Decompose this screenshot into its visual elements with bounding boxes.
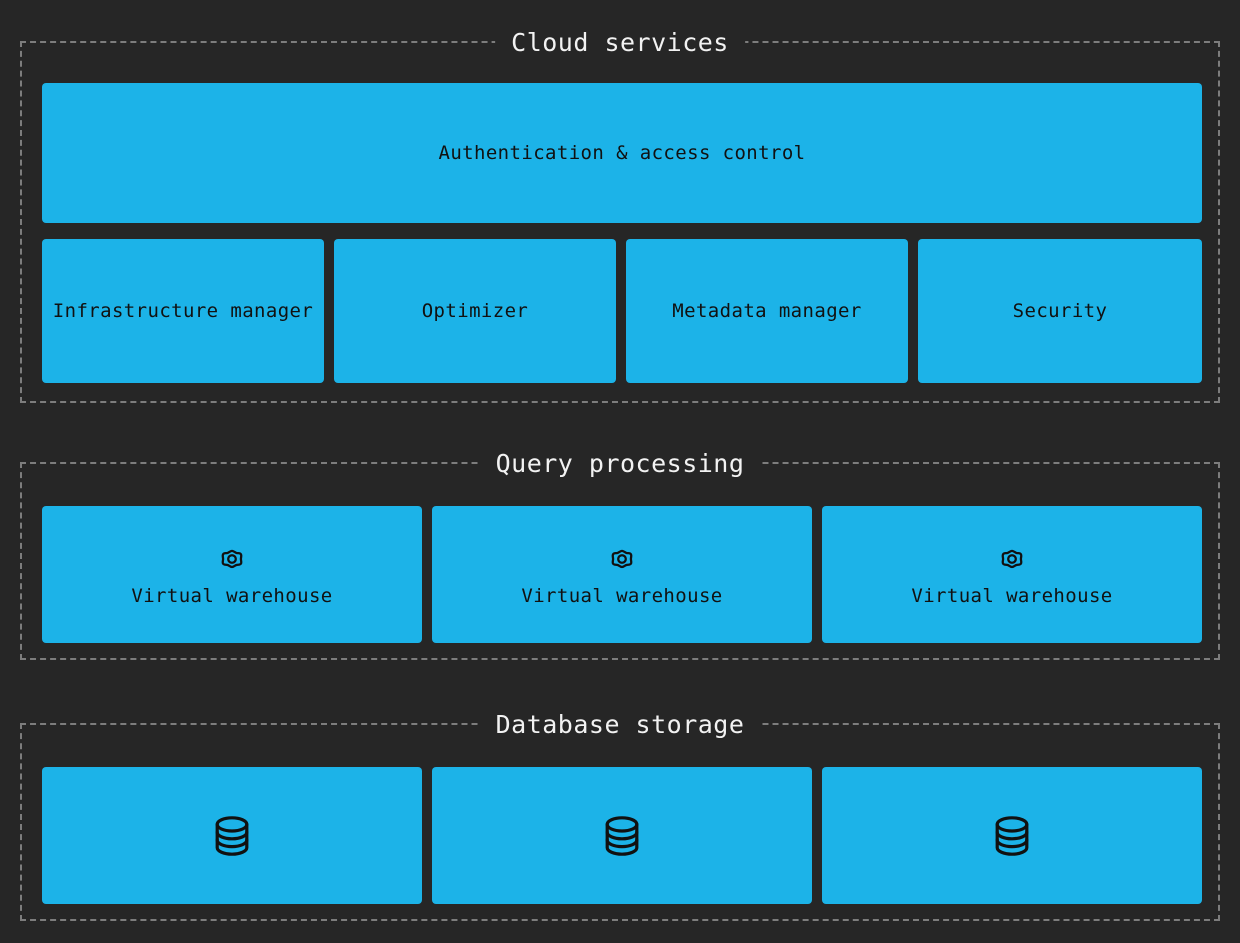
node-label-virtual-warehouse-3: Virtual warehouse <box>911 584 1113 607</box>
node-metadata-manager[interactable]: Metadata manager <box>626 239 908 383</box>
node-label-security: Security <box>1012 300 1108 322</box>
node-authentication-access-control[interactable]: Authentication & access control <box>42 83 1202 223</box>
gear-icon <box>606 543 638 575</box>
database-icon <box>598 812 646 860</box>
node-label-metadata-manager: Metadata manager <box>672 300 862 322</box>
group-database-storage: Database storage <box>20 710 1220 921</box>
node-label-infrastructure-manager: Infrastructure manager <box>52 300 314 322</box>
node-virtual-warehouse-3[interactable]: Virtual warehouse <box>822 506 1202 643</box>
group-title-cloud-services: Cloud services <box>495 28 745 58</box>
node-security[interactable]: Security <box>918 239 1202 383</box>
node-infrastructure-manager[interactable]: Infrastructure manager <box>42 239 324 383</box>
node-database-2[interactable] <box>432 767 812 904</box>
gear-icon <box>216 543 248 575</box>
group-cloud-services: Cloud services Authentication & access c… <box>20 28 1220 403</box>
node-optimizer[interactable]: Optimizer <box>334 239 616 383</box>
node-database-1[interactable] <box>42 767 422 904</box>
database-icon <box>988 812 1036 860</box>
group-query-processing: Query processing Virtual warehouse Virtu… <box>20 449 1220 660</box>
node-label-optimizer: Optimizer <box>421 300 529 322</box>
node-label-authentication-access-control: Authentication & access control <box>438 142 806 164</box>
gear-icon <box>996 543 1028 575</box>
group-title-database-storage: Database storage <box>479 710 761 740</box>
group-title-query-processing: Query processing <box>479 449 761 479</box>
node-label-virtual-warehouse-2: Virtual warehouse <box>521 584 723 607</box>
node-virtual-warehouse-2[interactable]: Virtual warehouse <box>432 506 812 643</box>
node-virtual-warehouse-1[interactable]: Virtual warehouse <box>42 506 422 643</box>
node-database-3[interactable] <box>822 767 1202 904</box>
database-icon <box>208 812 256 860</box>
node-label-virtual-warehouse-1: Virtual warehouse <box>131 584 333 607</box>
